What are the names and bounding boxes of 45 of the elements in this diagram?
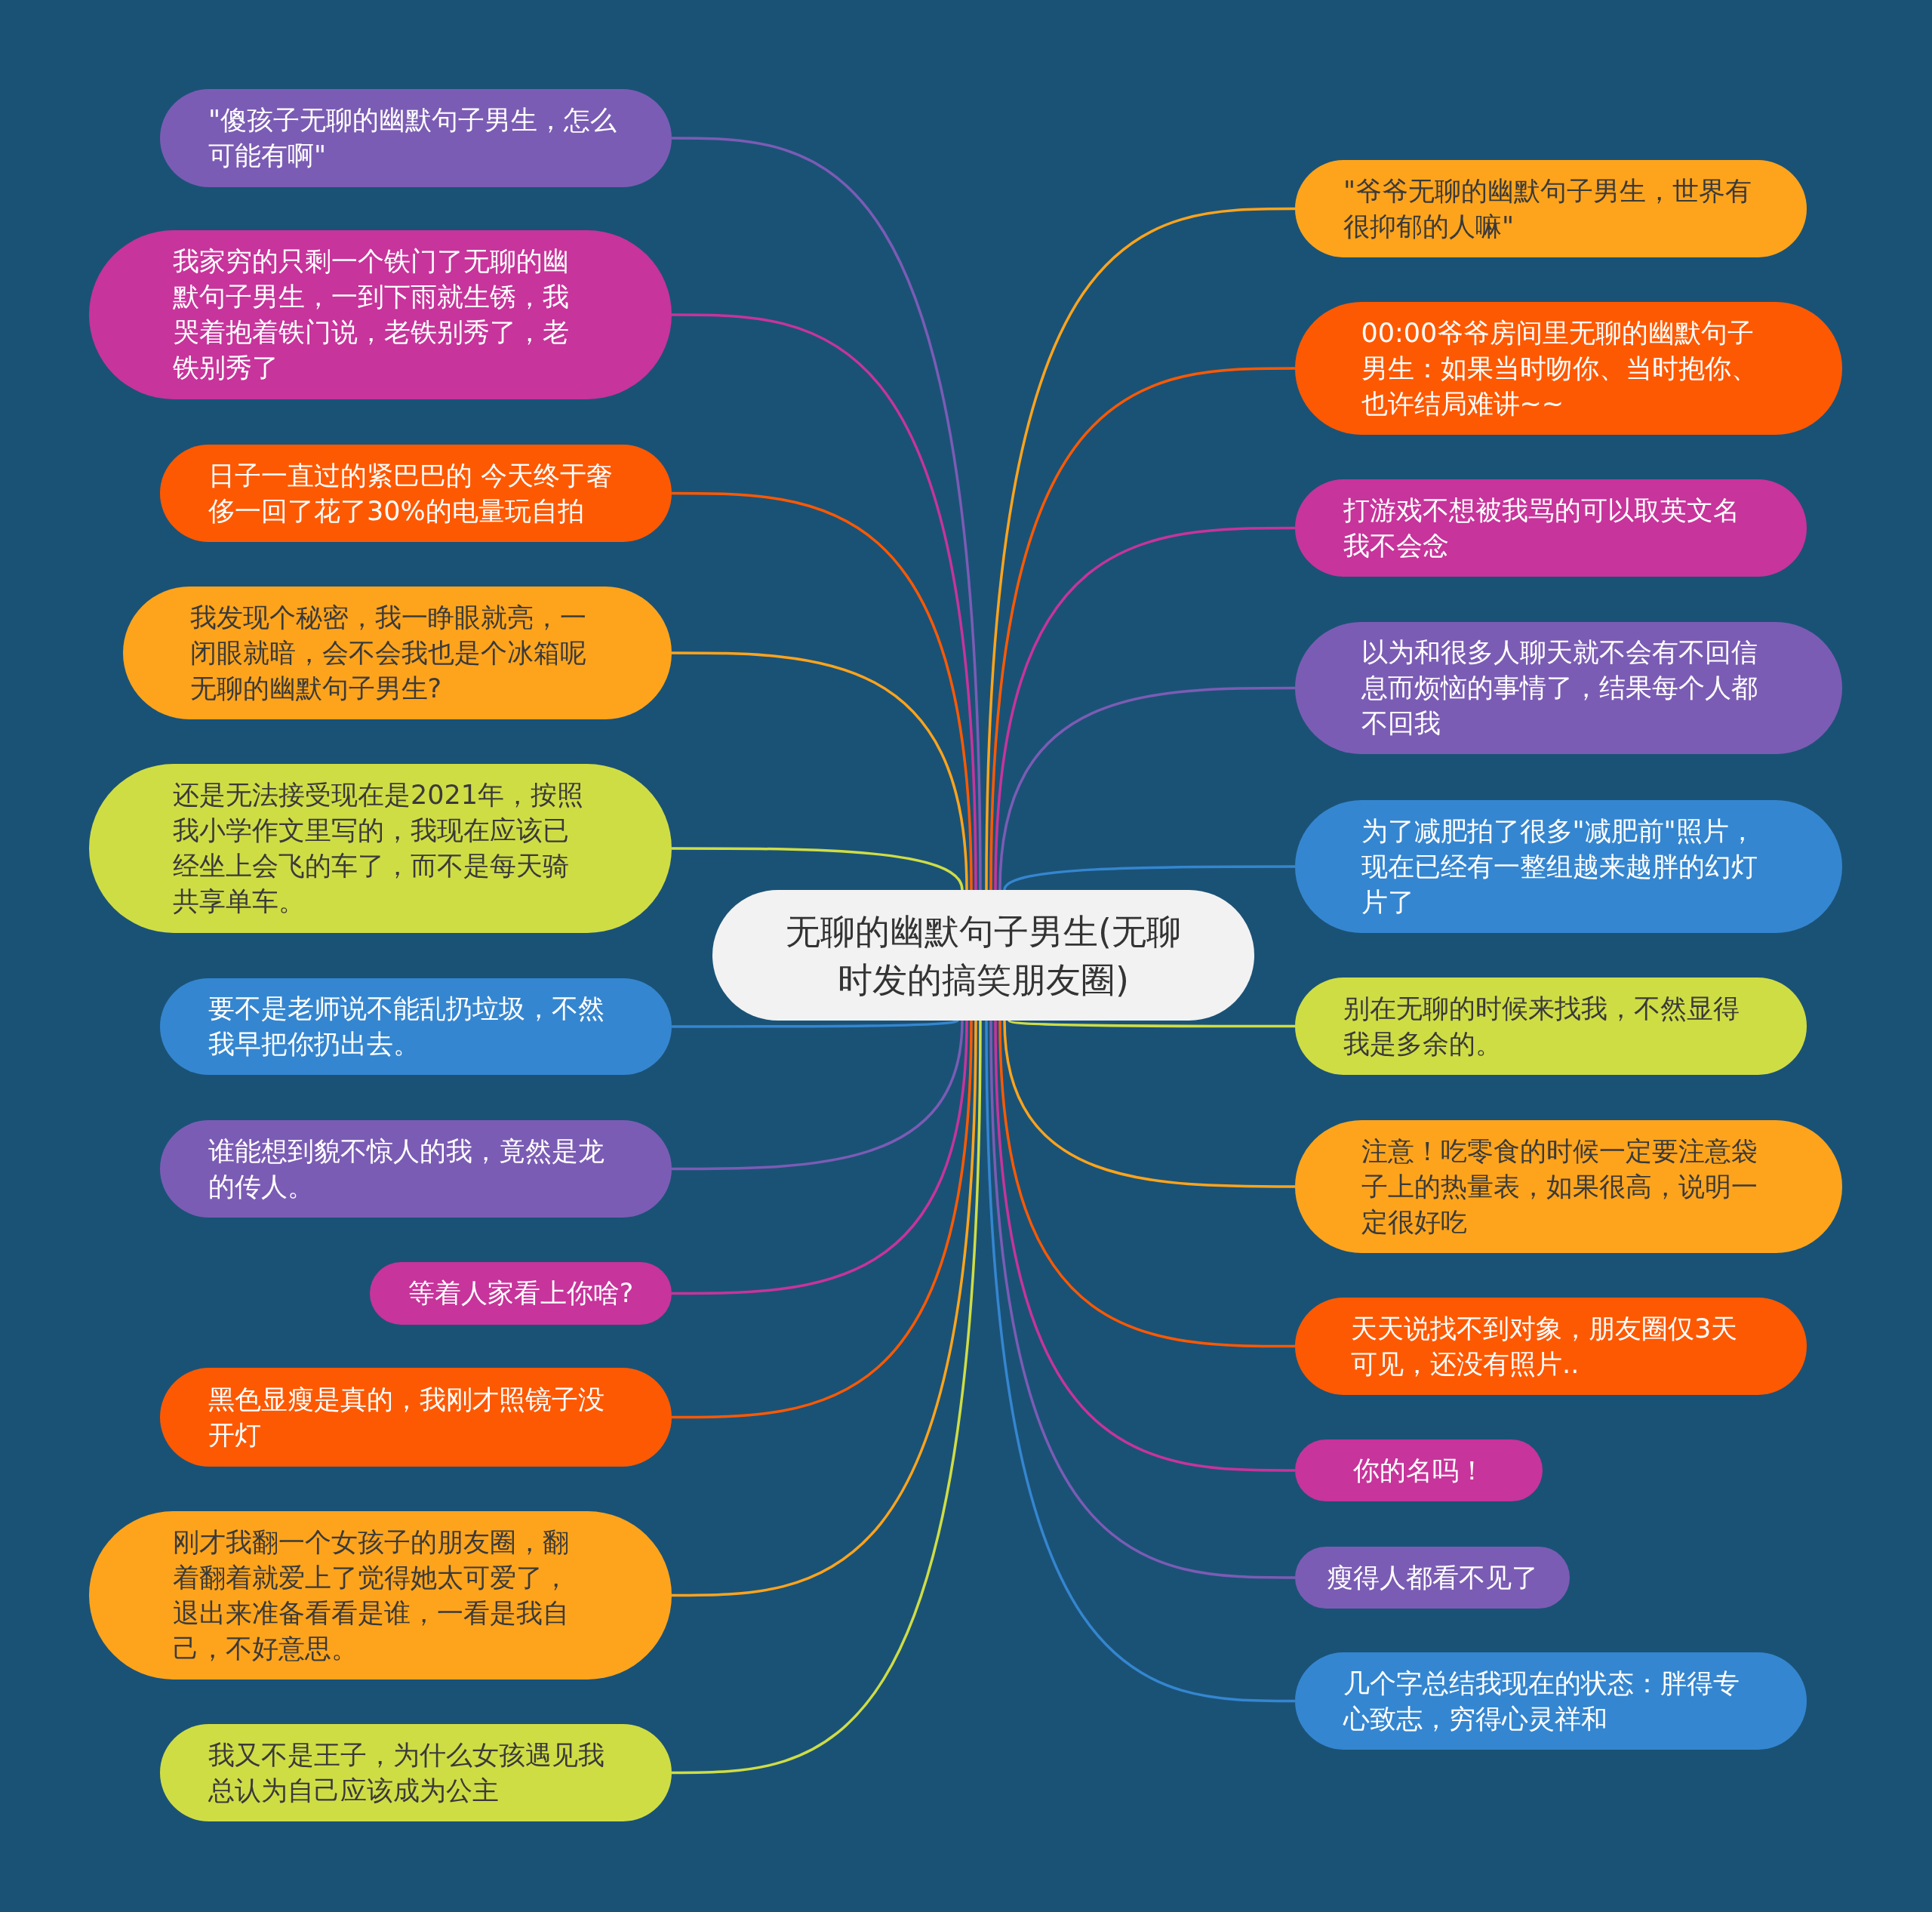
branch-topic-box: 注意！吃零食的时候一定要注意袋子上的热量表，如果很高，说明一定很好吃 (1295, 1120, 1842, 1253)
branch-topic-box: 别在无聊的时候来找我，不然显得我是多余的。 (1295, 978, 1807, 1075)
branch-line (672, 1020, 982, 1775)
branch-line (985, 207, 1295, 891)
branch-topic-box: 几个字总结我现在的状态：胖得专心致志，穷得心灵祥和 (1295, 1652, 1807, 1750)
branch-topic-box: 你的名吗！ (1295, 1439, 1543, 1501)
branch-line (994, 1020, 1295, 1472)
branch-topic-box: 我又不是王子，为什么女孩遇见我总认为自己应该成为公主 (160, 1724, 672, 1821)
branch-line (672, 1020, 968, 1295)
branch-topic-box: 要不是老师说不能乱扔垃圾，不然我早把你扔出去。 (160, 978, 672, 1075)
branch-line (672, 491, 973, 891)
branch-line (1003, 1020, 1295, 1188)
branch-topic-box: "傻孩子无聊的幽默句子男生，怎么可能有啊" (160, 89, 672, 187)
central-topic-box: 无聊的幽默句子男生(无聊时发的搞笑朋友圈) (712, 890, 1254, 1021)
branch-line (672, 1020, 964, 1171)
branch-topic-box: 00:00爷爷房间里无聊的幽默句子男生：如果当时吻你、当时抱你、也许结局难讲~~ (1295, 302, 1842, 435)
branch-line (998, 686, 1295, 891)
branch-line (1003, 865, 1295, 891)
branch-topic-box: "爷爷无聊的幽默句子男生，世界有很抑郁的人嘛" (1295, 160, 1807, 257)
branch-topic-box: 天天说找不到对象，朋友圈仅3天可见，还没有照片.. (1295, 1298, 1807, 1395)
branch-line (672, 313, 977, 891)
branch-line (672, 1020, 973, 1419)
branch-line (994, 526, 1295, 891)
branch-line (672, 1020, 977, 1597)
branch-line (989, 1020, 1295, 1579)
branch-line (672, 137, 982, 891)
branch-topic-box: 刚才我翻一个女孩子的朋友圈，翻着翻着就爱上了觉得她太可爱了，退出来准备看看是谁，一看是我自己，不好意思。 (89, 1511, 672, 1680)
branch-line (989, 367, 1295, 891)
branch-topic-box: 谁能想到貌不惊人的我，竟然是龙的传人。 (160, 1120, 672, 1218)
branch-topic-box: 日子一直过的紧巴巴的 今天终于奢侈一回了花了30%的电量玩自拍 (160, 445, 672, 542)
branch-topic-box: 为了减肥拍了很多"减肥前"照片，现在已经有一整组越来越胖的幻灯片了 (1295, 800, 1842, 933)
branch-topic-box: 以为和很多人聊天就不会有不回信息而烦恼的事情了，结果每个人都不回我 (1295, 622, 1842, 754)
branch-topic-box: 我家穷的只剩一个铁门了无聊的幽默句子男生，一到下雨就生锈，我哭着抱着铁门说，老铁别秀了，老铁别秀了 (89, 230, 672, 399)
branch-line (985, 1020, 1295, 1703)
branch-line (998, 1020, 1295, 1348)
branch-line (672, 1019, 958, 1028)
branch-topic-box: 还是无法接受现在是2021年，按照我小学作文里写的，我现在应该已经坐上会飞的车了，而不是每天骑共享单车。 (89, 764, 672, 933)
branch-topic-box: 打游戏不想被我骂的可以取英文名我不会念 (1295, 479, 1807, 577)
branch-line (672, 847, 964, 891)
branch-line (1008, 1019, 1295, 1028)
branch-topic-box: 我发现个秘密，我一睁眼就亮，一闭眼就暗，会不会我也是个冰箱呢无聊的幽默句子男生? (123, 587, 672, 719)
branch-topic-box: 瘦得人都看不见了 (1295, 1547, 1570, 1609)
branch-topic-box: 等着人家看上你啥? (370, 1262, 672, 1325)
branch-topic-box: 黑色显瘦是真的，我刚才照镜子没开灯 (160, 1368, 672, 1467)
branch-line (672, 651, 968, 891)
